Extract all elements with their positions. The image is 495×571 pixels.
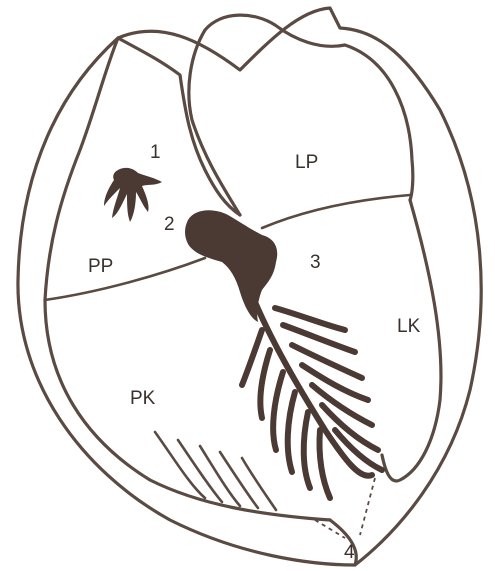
purkinje-pointer-line <box>360 478 375 535</box>
right-bundle-fiber <box>220 452 258 508</box>
conduction-branch <box>288 392 295 472</box>
sinoatrial-node <box>104 168 162 222</box>
label-left-atrium: LP <box>295 152 318 173</box>
label-4: 4 <box>344 542 355 563</box>
conduction-branch <box>242 330 262 385</box>
label-1: 1 <box>150 142 161 163</box>
label-3: 3 <box>310 252 321 273</box>
right-av-boundary <box>45 258 205 300</box>
left-av-boundary <box>262 195 410 228</box>
right-atrium-wall <box>45 38 240 300</box>
label-left-ventricle: LK <box>397 316 421 337</box>
conduction-branch <box>304 412 310 488</box>
right-ventricle-inner <box>45 300 330 520</box>
label-right-ventricle: PK <box>130 388 156 409</box>
left-atrium-wall <box>189 15 413 215</box>
label-right-atrium: PP <box>88 256 113 277</box>
right-bundle-fiber <box>200 446 240 506</box>
conduction-branch <box>260 350 270 418</box>
left-ventricle-wall <box>382 200 441 481</box>
conduction-branch <box>273 372 283 450</box>
label-2: 2 <box>164 214 175 235</box>
right-bundle-fiber <box>242 458 276 510</box>
